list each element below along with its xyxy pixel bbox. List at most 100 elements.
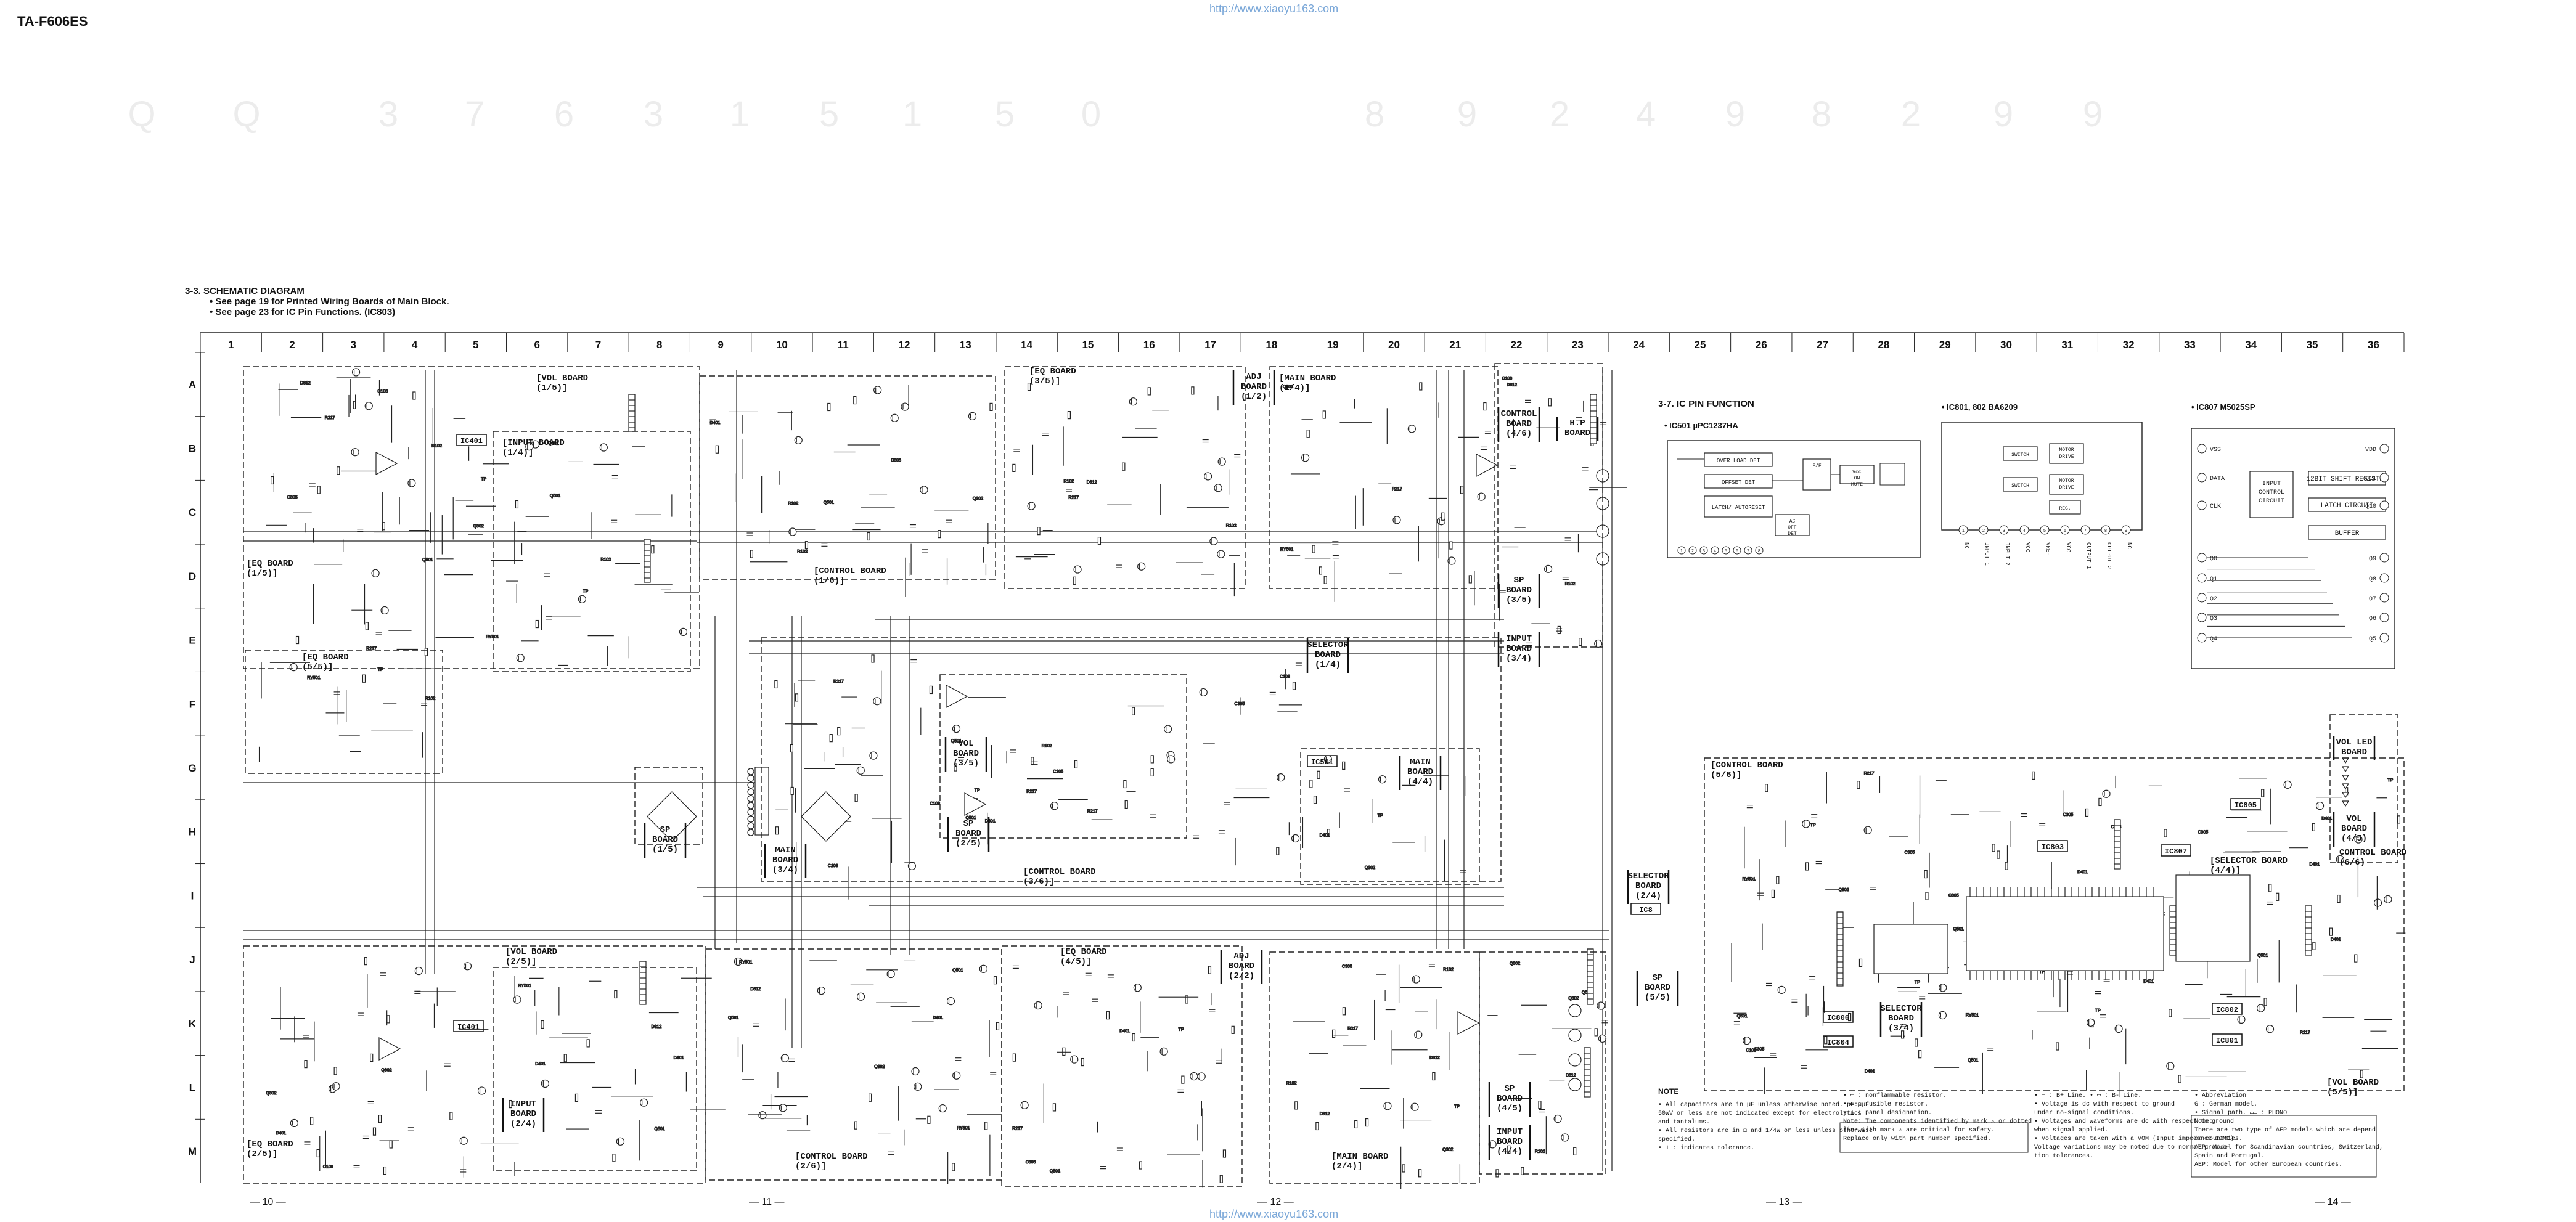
page-number: — 13 — (1766, 1197, 1802, 1207)
ic807-pin-label: Q3 (2210, 616, 2217, 622)
transformer-coil (747, 829, 754, 836)
transistor (869, 751, 878, 760)
board-label-selector-1-4: SELECTOR (1307, 640, 1349, 650)
component-ref: D401 (2143, 979, 2154, 984)
ic801-pin (2121, 525, 2131, 535)
transformer (754, 767, 769, 836)
column-number: 9 (718, 339, 723, 351)
ic501-pin-num: 8 (1758, 549, 1760, 553)
board-label-sp-3-5: SP (1514, 576, 1524, 585)
row-letter: K (189, 1018, 197, 1030)
ic807-pin-label: Q9 (2369, 556, 2376, 563)
note-line: G : German model. (2194, 1101, 2257, 1108)
ic801-pin-num: 5 (2043, 529, 2046, 533)
column-number: 33 (2184, 339, 2196, 351)
resistor (795, 693, 799, 702)
ic501-pin-num: 5 (1725, 549, 1727, 553)
ic807-pin-label: Q6 (2369, 616, 2376, 622)
ic501-block-label: OFFSET DET (1722, 479, 1756, 486)
transistor (1939, 984, 1947, 992)
resistor (1573, 1147, 1577, 1155)
resistor (1037, 527, 1041, 536)
note-line: • △ : panel designation. (1843, 1109, 1932, 1117)
transistor (1938, 1011, 1947, 1020)
ic-label: IC807 (2165, 847, 2187, 856)
frame-control-4-6 (1494, 363, 1603, 648)
component-ref: C305 (1948, 894, 1959, 898)
transistor (758, 1111, 767, 1120)
board-label-control-6-6: CONTROL BOARD (2339, 848, 2406, 858)
column-number: 31 (2061, 339, 2073, 351)
ic501-block-label: F/F (1812, 463, 1822, 469)
watermark-glyph: 0 (1081, 94, 1101, 134)
column-number: 24 (1633, 339, 1645, 351)
board-label-main-3-4: (3/4) (772, 865, 798, 875)
component-ref: C108 (377, 389, 388, 394)
component-ref: D812 (1429, 1056, 1440, 1060)
transistor (2102, 789, 2111, 798)
ic801-pin (1958, 525, 1968, 535)
component-ref: Q302 (266, 1091, 276, 1096)
component-ref: R217 (833, 680, 844, 684)
resistor (1132, 707, 1135, 715)
board-label-sp-1-5: BOARD (652, 835, 678, 845)
board-frames: [VOL BOARD(1/5)][INPUT BOARD(1/4)][EQ BO… (243, 363, 2406, 1187)
resistor (383, 1166, 387, 1175)
column-number: 32 (2123, 339, 2135, 351)
board-label-input-1-4: [INPUT BOARD (502, 438, 565, 448)
ic-label-box (2230, 798, 2261, 810)
resistor (1319, 566, 1322, 575)
resistor (1012, 463, 1016, 472)
resistor (509, 1099, 512, 1109)
transistor (1383, 1102, 1392, 1110)
ic-label-box (1630, 903, 1661, 915)
board-label-control-1-6: (1/6)] (814, 576, 844, 586)
frame-main-1-4 (1269, 366, 1499, 589)
ic-pin-function: 3-7. IC PIN FUNCTION• IC501 µPC1237HAOVE… (1658, 399, 2395, 669)
transistor (1477, 492, 1486, 501)
ic-label: IC8 (1639, 906, 1653, 914)
resistor (989, 402, 993, 411)
board-label-control-1-6: [CONTROL BOARD (814, 566, 886, 576)
resistor (1521, 1167, 1524, 1175)
ic807-pin (2197, 553, 2207, 563)
component-ref: Q302 (1510, 962, 1520, 966)
led (2341, 792, 2350, 799)
board-label-sp-1-5: SP (660, 825, 671, 835)
ic807-pin-label: Q5 (2369, 636, 2376, 643)
ic807-block-label: CONTROL (2259, 489, 2284, 496)
note-line: on countries. (2194, 1135, 2243, 1143)
board-label-eq-5-5: (5/5)] (302, 662, 333, 672)
resistor (984, 1122, 988, 1130)
board-label-selector-3-4: BOARD (1888, 1014, 1914, 1024)
resistor (1776, 876, 1780, 884)
board-label-eq-5-5: [EQ BOARD (302, 653, 349, 662)
op-amp (946, 685, 968, 708)
board-label-input-3-4: INPUT (1506, 634, 1532, 644)
resistor (750, 550, 753, 558)
resistor (612, 1154, 616, 1162)
resistor (2056, 1042, 2059, 1051)
board-label-main-4-4: MAIN (1410, 757, 1431, 767)
component-ref: RY501 (1280, 548, 1293, 552)
board-label-input-4-4: (4/4) (1497, 1147, 1523, 1157)
transistor (578, 595, 586, 603)
board-label-sp-4-5: SP (1505, 1084, 1515, 1094)
transistor (946, 996, 955, 1006)
transistor (873, 386, 882, 394)
ic807-pin (2197, 593, 2207, 603)
column-number: 34 (2245, 339, 2257, 351)
component-ref: C305 (1904, 851, 1915, 855)
component-ref: R102 (1042, 744, 1052, 749)
transistor (1164, 725, 1172, 733)
resistor (827, 402, 831, 412)
transistor (463, 962, 472, 971)
resistor (1441, 512, 1445, 521)
board-label-vol-led: BOARD (2341, 747, 2367, 757)
component-ref: D812 (1320, 1112, 1330, 1117)
board-label-input-1-4: (1/4)] (502, 448, 533, 458)
watermark-glyph: Q (232, 94, 260, 134)
resistor (1918, 1050, 1922, 1059)
resistor (1181, 1075, 1185, 1084)
ic807-block (2308, 525, 2386, 540)
